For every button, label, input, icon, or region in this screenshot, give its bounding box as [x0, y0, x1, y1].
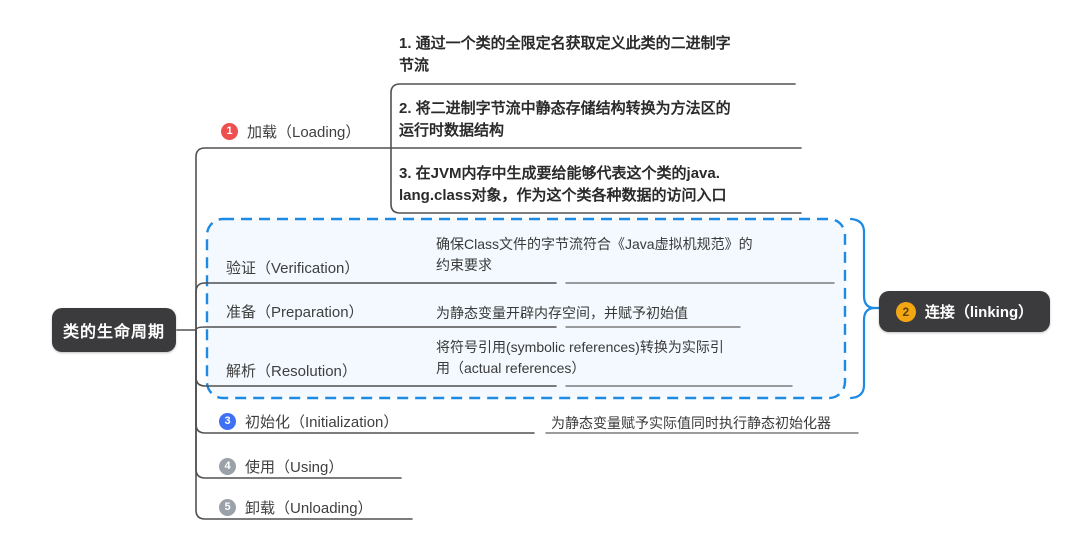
topic-initialization-label: 初始化（Initialization） [245, 414, 399, 431]
loading-step-1[interactable]: 1. 通过一个类的全限定名获取定义此类的二进制字 节流 [399, 35, 731, 74]
root-topic-label: 类的生命周期 [62, 324, 165, 341]
branch-unloading [195, 329, 413, 520]
topic-linking-label: 连接（linking） [924, 304, 1034, 321]
number-5-icon: 5 [219, 499, 236, 516]
summary-brace[interactable] [849, 217, 877, 400]
topic-preparation[interactable]: 准备（Preparation） [226, 304, 364, 321]
topic-unloading[interactable]: 5 卸载（Unloading） [219, 497, 373, 518]
root-topic[interactable]: 类的生命周期 [52, 308, 176, 352]
number-3-icon: 3 [219, 413, 236, 430]
loading-step-2[interactable]: 2. 将二进制字节流中静态存储结构转换为方法区的 运行时数据结构 [399, 100, 731, 139]
verification-desc[interactable]: 确保Class文件的字节流符合《Java虚拟机规范》的 约束要求 [436, 236, 753, 273]
linking-boundary[interactable] [205, 217, 847, 400]
number-1-icon: 1 [221, 123, 238, 140]
loading-step-3[interactable]: 3. 在JVM内存中生成要给能够代表这个类的java. lang.class对象… [399, 165, 727, 204]
branch-loading [195, 147, 392, 331]
number-2-icon: 2 [895, 301, 916, 322]
topic-unloading-label: 卸载（Unloading） [245, 500, 373, 517]
resolution-desc[interactable]: 将符号引用(symbolic references)转换为实际引 用（actua… [436, 339, 724, 376]
preparation-desc[interactable]: 为静态变量开辟内存空间，并赋予初始值 [436, 305, 688, 321]
initialization-desc[interactable]: 为静态变量赋予实际值同时执行静态初始化器 [551, 415, 831, 431]
topic-linking[interactable]: 2 连接（linking） [879, 291, 1050, 332]
topic-verification[interactable]: 验证（Verification） [226, 260, 360, 277]
topic-using[interactable]: 4 使用（Using） [219, 456, 343, 477]
topic-loading-label: 加载（Loading） [247, 124, 361, 141]
topic-using-label: 使用（Using） [245, 459, 344, 476]
topic-loading[interactable]: 1 加载（Loading） [221, 121, 360, 142]
topic-initialization[interactable]: 3 初始化（Initialization） [219, 411, 398, 432]
branch-verification [195, 282, 557, 331]
number-4-icon: 4 [219, 458, 236, 475]
topic-resolution[interactable]: 解析（Resolution） [226, 363, 357, 380]
